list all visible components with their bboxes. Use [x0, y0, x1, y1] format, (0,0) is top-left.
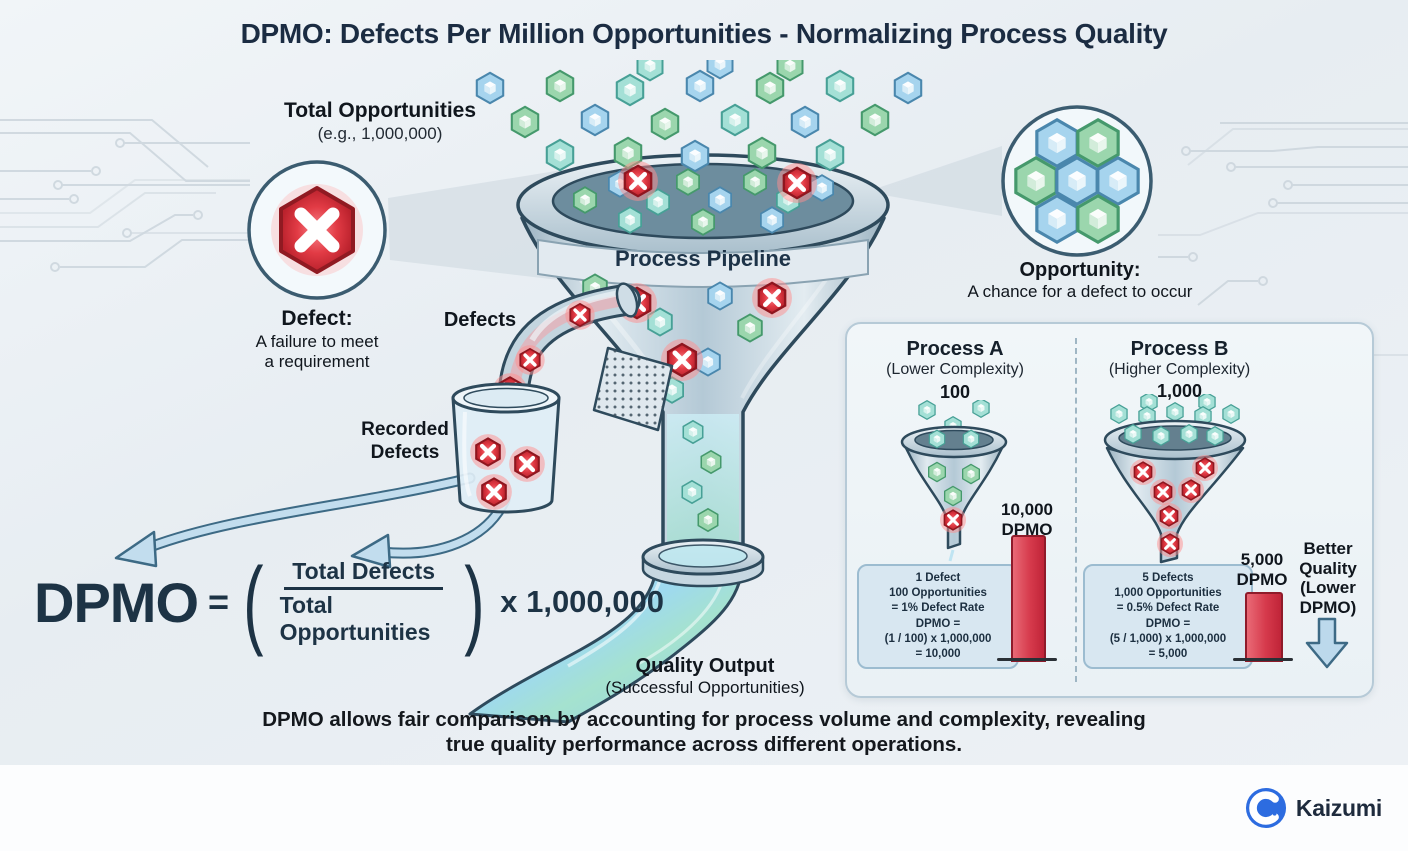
recorded-line1: Recorded	[361, 419, 449, 440]
process-a-callout: 1 Defect 100 Opportunities = 1% Defect R…	[857, 564, 1026, 670]
process-b-bar-baseline	[1233, 658, 1293, 661]
hexagon-rain	[477, 60, 921, 171]
total-opportunities-title: Total Opportunities	[283, 99, 477, 122]
defect-def-line1: A failure to meet	[255, 331, 379, 351]
opportunity-desc: A chance for a defect to occur	[967, 282, 1193, 302]
process-pipeline-banner: Process Pipeline	[537, 238, 869, 288]
summary-line2: true quality performance across differen…	[445, 732, 963, 756]
brand-name: Kaizumi	[1295, 794, 1382, 821]
process-b-calc-line: = 5,000	[1148, 647, 1188, 660]
process-a-calc-line: 1 Defect	[915, 572, 961, 584]
recorded-defects-cup	[451, 373, 561, 514]
process-a-calc-line: = 10,000	[915, 647, 961, 660]
formula-lhs: DPMO	[34, 570, 199, 634]
dpmo-formula: DPMO = ( Total Defects Total Opportuniti…	[34, 546, 664, 657]
formula-equals: =	[208, 581, 230, 622]
formula-multiplier: x 1,000,000	[500, 584, 664, 619]
formula-open-paren: (	[243, 546, 264, 657]
process-b-calc-line: (5 / 1,000) x 1,000,000	[1109, 632, 1227, 645]
process-a-calc-line: 100 Opportunities	[889, 587, 987, 600]
process-a-calc-line: DPMO =	[915, 617, 961, 630]
opportunity-term: Opportunity:	[1019, 259, 1141, 281]
quality-output-sub: (Successful Opportunities)	[605, 678, 805, 698]
defect-term: Defect:	[281, 307, 353, 330]
defect-closeup-circle	[247, 160, 387, 300]
process-a-volume: 100	[939, 382, 971, 402]
process-b-bar-label: 5,000 DPMO	[1236, 550, 1288, 589]
better-quality-down-arrow-icon	[1305, 617, 1349, 669]
quality-output-stream	[468, 556, 745, 724]
process-b-calc-line: DPMO =	[1145, 617, 1191, 630]
total-opportunities-label: Total Opportunities (e.g., 1,000,000)	[262, 98, 498, 144]
recorded-defects-label: Recorded Defects	[350, 418, 460, 464]
recorded-line2: Defects	[370, 442, 440, 464]
opportunity-zoom-wedge	[866, 146, 1002, 216]
defect-hexagon-icon	[279, 186, 355, 274]
page-title: DPMO: Defects Per Million Opportunities …	[240, 18, 1168, 49]
process-a-title: Process A	[906, 338, 1004, 360]
main-funnel-illustration: Process Pipeline	[451, 60, 950, 724]
better-quality-note: Better Quality (Lower DPMO)	[1299, 539, 1357, 617]
summary-caption: DPMO allows fair comparison by accountin…	[240, 708, 1168, 757]
defect-definition: Defect: A failure to meet a requirement	[227, 306, 407, 373]
defects-pipe-label: Defects	[443, 309, 517, 331]
process-a-funnel	[900, 400, 1008, 562]
process-comparison-panel: Process A (Lower Complexity) 100 1 Defec…	[845, 322, 1374, 698]
process-a-dpmo-bar	[1011, 535, 1046, 662]
formula-fraction: Total Defects Total Opportunities	[272, 556, 456, 648]
defect-filter-mesh	[592, 346, 674, 432]
process-pipeline-label: Process Pipeline	[615, 246, 791, 271]
formula-denominator: Total Opportunities	[279, 592, 431, 645]
process-b-dpmo-bar	[1245, 592, 1283, 662]
process-b-funnel	[1103, 394, 1247, 564]
opportunity-closeup-circle	[1001, 105, 1153, 257]
process-b-subtitle: (Higher Complexity)	[1108, 361, 1251, 378]
quality-output-title: Quality Output	[635, 655, 775, 677]
process-b-calc-line: = 0.5% Defect Rate	[1116, 602, 1220, 615]
process-b-callout: 5 Defects 1,000 Opportunities = 0.5% Def…	[1083, 564, 1260, 670]
total-opportunities-example: (e.g., 1,000,000)	[317, 123, 443, 143]
process-a-calc-line: (1 / 100) x 1,000,000	[884, 632, 992, 645]
process-b-calc-line: 5 Defects	[1142, 572, 1194, 584]
formula-close-paren: )	[463, 546, 485, 657]
footer: Kaizumi	[0, 765, 1408, 851]
panel-divider	[1075, 338, 1077, 682]
arrow-to-dpmo	[114, 472, 476, 568]
formula-numerator: Total Defects	[284, 556, 443, 590]
process-a-subtitle: (Lower Complexity)	[886, 361, 1024, 378]
process-b-calc-line: 1,000 Opportunities	[1114, 587, 1222, 600]
summary-line1: DPMO allows fair comparison by accountin…	[262, 708, 1146, 731]
funnel-outlet-ring	[641, 538, 765, 588]
quality-output-label: Quality Output (Successful Opportunities…	[590, 654, 820, 699]
circuit-traces-left	[0, 119, 250, 272]
process-b-volume: 1,000	[1156, 381, 1203, 401]
defect-def-line2: a requirement	[264, 352, 370, 372]
process-a-bar-label: 10,000 DPMO	[1001, 500, 1053, 539]
kaizumi-logo-icon	[1245, 787, 1286, 829]
brand-lockup: Kaizumi	[1245, 787, 1382, 829]
process-a-calc-line: = 1% Defect Rate	[891, 602, 985, 615]
opportunity-definition: Opportunity: A chance for a defect to oc…	[935, 258, 1225, 303]
process-a-bar-baseline	[997, 658, 1057, 661]
process-b-title: Process B	[1130, 338, 1229, 360]
